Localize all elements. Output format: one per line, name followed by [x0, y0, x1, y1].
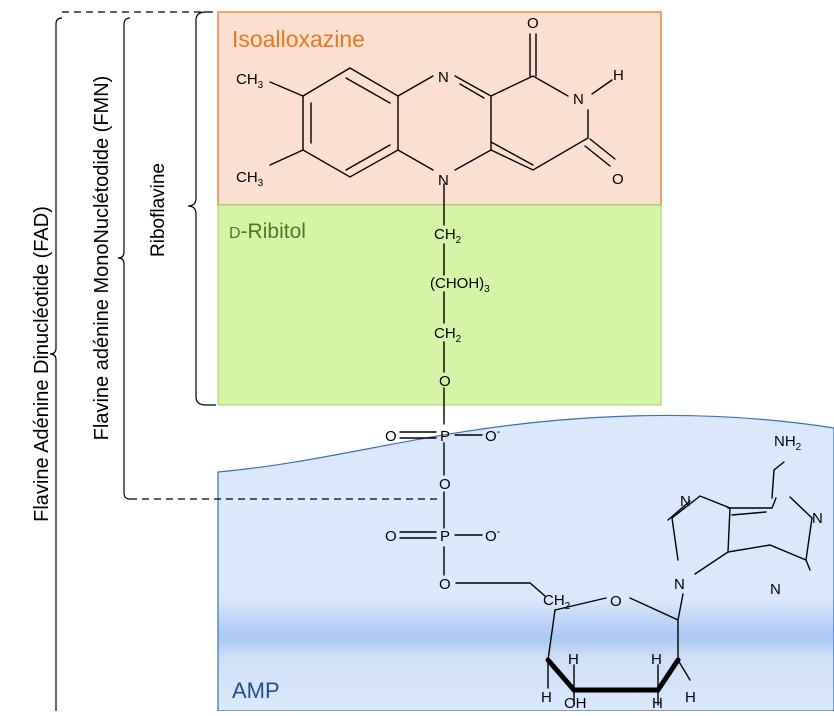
- o-bridge: O: [439, 476, 451, 493]
- choh-chain: (CHOH)3: [430, 275, 490, 295]
- brackets: [49, 11, 440, 711]
- h-ribose-2: H: [651, 651, 662, 668]
- p-phosphate2: P: [440, 528, 450, 545]
- ch2-ribose: CH2: [543, 592, 571, 612]
- ch3-top: CH3: [236, 71, 264, 91]
- amp-label: AMP: [232, 678, 280, 703]
- ch3-bottom: CH3: [236, 169, 264, 189]
- ch2-top: CH2: [434, 226, 462, 246]
- o-ribitol-ester: O: [439, 373, 451, 390]
- n-adenine-1: N: [812, 510, 823, 527]
- n-ring-bottom: N: [438, 172, 449, 189]
- o-phosphate2-double: O: [385, 528, 397, 545]
- h-ribose-3: H: [541, 689, 552, 706]
- h-ribose-5: H: [685, 689, 696, 706]
- riboflavine-bracket: [187, 11, 216, 406]
- n-adenine-3: N: [770, 581, 781, 598]
- o-phosphate1-minus: O-: [485, 426, 501, 445]
- h-ribose-4: H: [652, 695, 663, 711]
- isoalloxazine-label: Isoalloxazine: [232, 26, 365, 52]
- fad-bracket: [49, 17, 63, 711]
- fmn-bracket-label: Flavine adénine MonoNuclétodide (FMN): [91, 76, 113, 441]
- o-phosphate2-minus: O-: [485, 526, 501, 545]
- oh-ribose: OH: [564, 695, 587, 711]
- nh2-adenine: NH2: [774, 433, 802, 453]
- o-carbonyl-top: O: [527, 15, 539, 32]
- n-ring-top: N: [438, 69, 449, 86]
- h-imide: H: [613, 67, 624, 84]
- atom-labels: CH3 CH3 N N N H O O CH2 (CHOH)3 CH2 O O …: [236, 15, 823, 712]
- ribitol-label: D-Ribitol: [229, 220, 306, 243]
- molecule-bonds: [269, 33, 813, 706]
- fmn-bracket: [117, 17, 131, 500]
- isoalloxazine-region: [217, 11, 662, 206]
- p-phosphate1: P: [440, 428, 450, 445]
- n-imide: N: [573, 91, 584, 108]
- o-phosphate1-double: O: [385, 428, 397, 445]
- ribitol-label-main: -Ribitol: [241, 220, 306, 243]
- o-ribose-ring: O: [610, 593, 622, 610]
- amp-region: [217, 414, 834, 712]
- o-carbonyl-bottom: O: [612, 171, 624, 188]
- ribitol-region: [217, 204, 662, 406]
- n-adenine-7: N: [680, 493, 691, 510]
- h-ribose-1: H: [568, 651, 579, 668]
- o-ester-ribose: O: [439, 576, 451, 593]
- ribitol-label-prefix: D: [229, 225, 241, 242]
- fad-bracket-label: Flavine Adénine Dinucléotide (FAD): [31, 206, 53, 522]
- n-adenine-9: N: [674, 576, 685, 593]
- riboflavine-bracket-label: Riboflavine: [148, 163, 169, 257]
- ch2-bottom: CH2: [434, 325, 462, 345]
